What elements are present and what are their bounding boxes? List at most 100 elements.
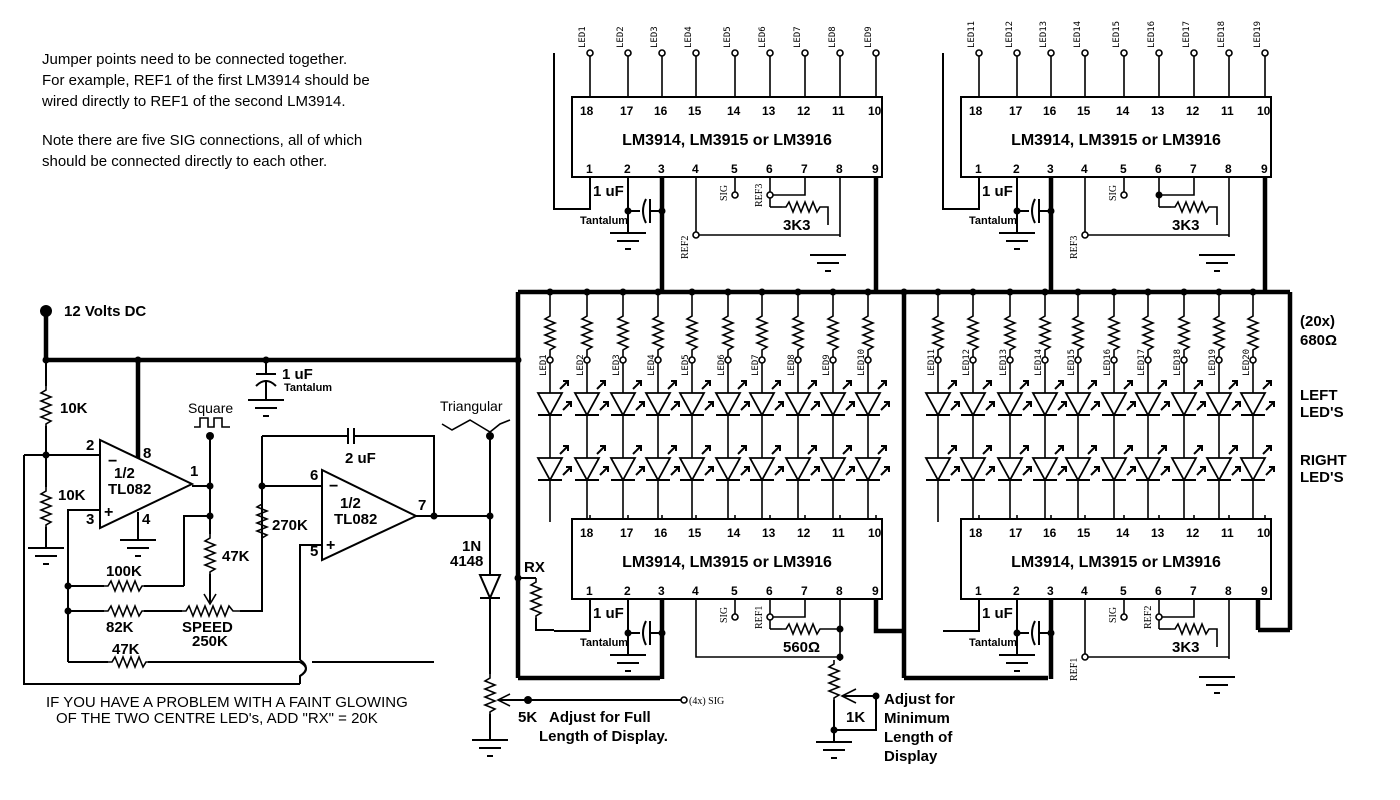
led-column: LED18 [1171, 288, 1206, 522]
ic-top-right: LM3914, LM3915 or LM3916181LED11172LED12… [942, 21, 1272, 292]
ic-pin-top: 18 [969, 526, 983, 540]
pot-1k-value: 1K [846, 709, 865, 726]
led-column: LED9 [820, 288, 855, 522]
ic-pin-top: 13 [762, 104, 776, 118]
ic-pin-bottom: 8 [836, 162, 843, 176]
led-label: LED13 [999, 349, 1009, 376]
ic-label: LM3914, LM3915 or LM3916 [622, 132, 832, 149]
ic-body [960, 96, 1272, 178]
led-right [925, 445, 960, 481]
ic-pin-top: 14 [1116, 104, 1130, 118]
led-left [1135, 380, 1170, 416]
led-jumper [1074, 356, 1082, 364]
note-jumper-line: wired directly to REF1 of the second LM3… [41, 93, 346, 110]
ic-pin-top: 15 [688, 526, 702, 540]
opamp2-label: 1/2 [340, 495, 361, 512]
ic-pin-top: 18 [969, 104, 983, 118]
ic-pin-bottom: 5 [1120, 584, 1127, 598]
sig-label: SIG [1108, 607, 1119, 623]
sig-terminal [680, 696, 688, 704]
led-label: LED11 [927, 349, 937, 376]
ic-top-left: LM3914, LM3915 or LM3916181LED1172LED216… [553, 26, 883, 292]
ref-resistor [781, 201, 823, 213]
led-left [1171, 380, 1206, 416]
ic-led-label: LED9 [864, 26, 874, 48]
ic-pin-top: 14 [727, 526, 741, 540]
ref-resistor-value: 3K3 [1172, 639, 1200, 656]
ic-pin-top: 16 [1043, 526, 1057, 540]
opamp1-pin: 1 [190, 463, 198, 480]
led-jumper [619, 356, 627, 364]
led-jumper [864, 356, 872, 364]
led-right [1240, 445, 1275, 481]
note-jumper-line: For example, REF1 of the first LM3914 sh… [42, 72, 370, 89]
led-jumper [1110, 356, 1118, 364]
note-faint-line: IF YOU HAVE A PROBLEM WITH A FAINT GLOWI… [46, 694, 408, 711]
ic-pin-bottom: 5 [731, 162, 738, 176]
led-label: LED12 [962, 349, 972, 376]
ic-pin-bottom: 2 [624, 584, 631, 598]
ic-led-label: LED17 [1182, 21, 1192, 48]
ic-pin-top: 11 [832, 526, 845, 540]
led-right [1171, 445, 1206, 481]
led-label: LED3 [612, 354, 622, 376]
led-resistor [1039, 311, 1051, 353]
note-sig-line: Note there are five SIG connections, all… [42, 132, 362, 149]
ref-resistor [1170, 201, 1212, 213]
ref-resistor-value: 3K3 [783, 217, 811, 234]
led-label: LED18 [1173, 349, 1183, 376]
ref-resistor [781, 623, 823, 635]
ic-pin-bottom: 1 [586, 162, 593, 176]
opamp1-pin: 2 [86, 437, 94, 454]
led-left [1206, 380, 1241, 416]
led-column: LED15 [1065, 288, 1100, 522]
led-column: LED12 [960, 288, 995, 522]
led-right [645, 445, 680, 481]
ic-pin-top: 13 [762, 526, 776, 540]
ref-label: REF2 [1143, 606, 1154, 629]
ic-pin-bottom: 8 [836, 584, 843, 598]
led-jumper [1041, 356, 1049, 364]
led-resistor [1004, 311, 1016, 353]
opamp-1 [99, 438, 195, 530]
led-left [645, 380, 680, 416]
svg-text:+: + [104, 504, 113, 521]
ic-pin-top: 11 [1221, 104, 1234, 118]
r-270k-label: 270K [272, 517, 308, 534]
ic-pin-bottom: 4 [692, 162, 699, 176]
ic-pin-bottom: 9 [1261, 162, 1268, 176]
r-10k-top-label: 10K [60, 400, 88, 417]
ref-label: REF2 [680, 236, 691, 259]
ref-label: REF1 [754, 606, 765, 629]
sig-count-label: (4x) SIG [689, 696, 724, 707]
ic-pin-top: 17 [620, 104, 634, 118]
ic-pin-bottom: 9 [872, 584, 879, 598]
ic-led-label: LED14 [1073, 21, 1083, 48]
triangular-wave-label: Triangular [440, 398, 503, 414]
led-resistor [581, 311, 593, 353]
note-jumper-line: Jumper points need to be connected toget… [42, 51, 347, 68]
ic-led-label: LED8 [828, 26, 838, 48]
led-jumper [758, 356, 766, 364]
r-47k-feedback-label: 47K [112, 641, 140, 658]
opamp2-pin: 5 [310, 543, 318, 560]
ic-led-label: LED2 [616, 26, 626, 48]
led-jumper [654, 356, 662, 364]
svg-text:+: + [326, 537, 335, 554]
led-column: LED11 [925, 288, 960, 522]
led-jumper [546, 356, 554, 364]
ic-led-label: LED6 [758, 26, 768, 48]
led-column: LED17 [1135, 288, 1170, 522]
ic-pin-top: 11 [832, 104, 845, 118]
ic-body [571, 518, 883, 600]
ic-pin-bottom: 3 [658, 584, 665, 598]
opamp1-pin: 3 [86, 511, 94, 528]
led-label: LED19 [1208, 349, 1218, 376]
ic-pin-bottom: 8 [1225, 584, 1232, 598]
led-column: LED13 [997, 288, 1032, 522]
ic-pin-bottom: 6 [766, 162, 773, 176]
led-right [715, 445, 750, 481]
ic-pin-top: 14 [1116, 526, 1130, 540]
ic-cap-value: 1 uF [593, 183, 624, 200]
pot-1k-desc: Display [884, 748, 938, 765]
